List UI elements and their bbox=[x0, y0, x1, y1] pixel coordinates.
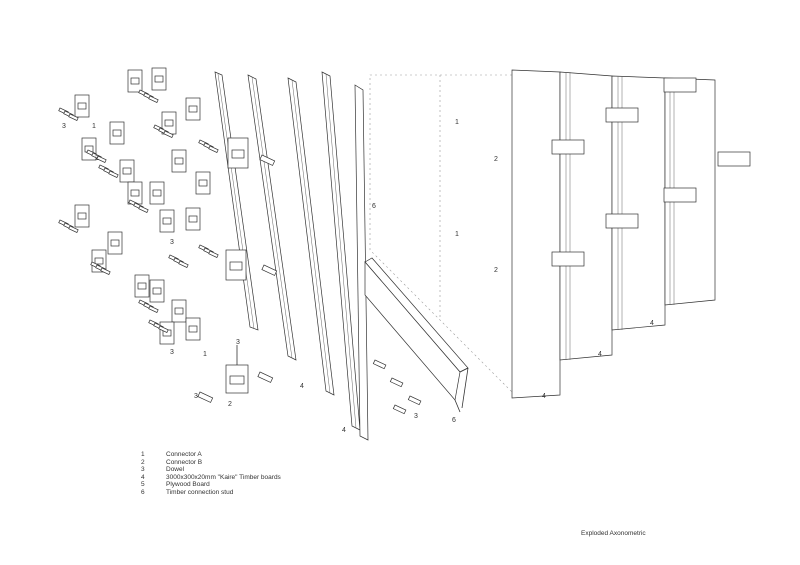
legend-text: Dowel bbox=[166, 466, 185, 474]
connector-piece bbox=[109, 121, 125, 145]
dowel-piece bbox=[158, 325, 169, 333]
legend-row: 1 Connector A bbox=[141, 451, 281, 459]
legend-text: Timber connection stud bbox=[166, 488, 234, 496]
connector-piece bbox=[159, 209, 175, 233]
legend-number: 6 bbox=[141, 488, 145, 496]
legend-text: 3000x300x20mm "Kaire" Timber boards bbox=[166, 473, 281, 481]
dowel-piece bbox=[163, 130, 174, 138]
mounted-connector-b bbox=[197, 345, 274, 403]
dowel-piece bbox=[96, 155, 107, 163]
legend-number: 4 bbox=[141, 473, 145, 481]
callout-4b: 4 bbox=[342, 427, 346, 434]
legend-row: 3 Dowel bbox=[141, 466, 281, 474]
callout-3-mid: 3 bbox=[170, 239, 174, 246]
legend-text: Connector A bbox=[166, 451, 202, 458]
connector-piece bbox=[185, 207, 201, 231]
callout-2-left: 2 bbox=[95, 155, 99, 162]
timber-connection-stud bbox=[364, 257, 469, 413]
connector-parts-group bbox=[58, 67, 219, 345]
loose-dowels-mid bbox=[259, 154, 278, 276]
dowel-piece bbox=[138, 205, 149, 213]
callout-4d: 4 bbox=[650, 320, 654, 327]
legend-number: 3 bbox=[141, 466, 145, 474]
connector-piece bbox=[127, 69, 143, 93]
callout-labels: 1 1 2 2 6 6 3 4 4 4 4 4 3 3 2 1 3 2 3 3 … bbox=[62, 119, 654, 434]
dowel-piece bbox=[178, 260, 189, 268]
connector-piece bbox=[171, 299, 187, 323]
assembled-board-2 bbox=[559, 71, 613, 361]
callout-3-stud: 3 bbox=[414, 413, 418, 420]
assembled-board-3 bbox=[611, 75, 666, 331]
legend-number: 5 bbox=[141, 481, 145, 489]
dowel-piece bbox=[100, 267, 111, 275]
legend-text: Connector B bbox=[166, 458, 203, 466]
connector-piece bbox=[149, 279, 165, 303]
legend-row: 5 Plywood Board bbox=[141, 481, 281, 489]
dowel-piece bbox=[108, 170, 119, 178]
connector-piece bbox=[151, 67, 167, 91]
connector-piece bbox=[119, 159, 135, 183]
callout-1b: 1 bbox=[455, 231, 459, 238]
legend-row: 6 Timber connection stud bbox=[141, 489, 281, 497]
legend-text: Plywood Board bbox=[166, 481, 210, 489]
dowel-piece bbox=[148, 95, 159, 103]
assembled-board-1 bbox=[511, 69, 561, 399]
connector-piece bbox=[171, 149, 187, 173]
callout-1-low: 1 bbox=[203, 351, 207, 358]
callout-1a: 1 bbox=[455, 119, 459, 126]
connector-piece bbox=[185, 97, 201, 121]
timber-board-5 bbox=[354, 84, 369, 441]
stud-dowels bbox=[372, 359, 422, 415]
callout-4e: 4 bbox=[542, 393, 546, 400]
timber-boards-group bbox=[197, 71, 369, 441]
dowel-piece bbox=[208, 250, 219, 258]
callout-4c: 4 bbox=[598, 351, 602, 358]
callout-3-low: 3 bbox=[170, 349, 174, 356]
connector-piece bbox=[134, 274, 150, 298]
callout-6a: 6 bbox=[372, 203, 376, 210]
callout-3-bottom-left: 3 bbox=[194, 393, 198, 400]
mounted-connector-a bbox=[225, 137, 249, 281]
legend-row: 4 3000x300x20mm "Kaire" Timber boards bbox=[141, 474, 281, 482]
timber-board-1 bbox=[214, 71, 259, 331]
dowel-piece bbox=[68, 225, 79, 233]
dowel-piece bbox=[68, 113, 79, 121]
callout-6b: 6 bbox=[452, 417, 456, 424]
dowel-piece bbox=[208, 145, 219, 153]
connector-piece bbox=[149, 181, 165, 205]
drawing-caption: Exploded Axonometric bbox=[581, 530, 646, 537]
wall-connector-plates bbox=[551, 77, 751, 267]
legend-row: 2 Connector B bbox=[141, 459, 281, 467]
connector-piece bbox=[107, 231, 123, 255]
connector-piece bbox=[159, 321, 175, 345]
callout-2-bottom: 2 bbox=[228, 401, 232, 408]
legend: 1 Connector A 2 Connector B 3 Dowel 4 3000x300x… bbox=[141, 451, 281, 497]
callout-3-bottom: 3 bbox=[236, 339, 240, 346]
connector-piece bbox=[195, 171, 211, 195]
callout-1-left: 1 bbox=[92, 123, 96, 130]
connector-piece bbox=[74, 204, 90, 228]
dowel-piece bbox=[148, 305, 159, 313]
callout-3-left: 3 bbox=[62, 123, 66, 130]
callout-2b: 2 bbox=[494, 267, 498, 274]
callout-2a: 2 bbox=[494, 156, 498, 163]
connector-piece bbox=[74, 94, 90, 118]
legend-number: 1 bbox=[141, 451, 145, 458]
assembled-wall bbox=[511, 69, 751, 399]
legend-number: 2 bbox=[141, 458, 145, 466]
callout-4a: 4 bbox=[300, 383, 304, 390]
connector-piece bbox=[185, 317, 201, 341]
